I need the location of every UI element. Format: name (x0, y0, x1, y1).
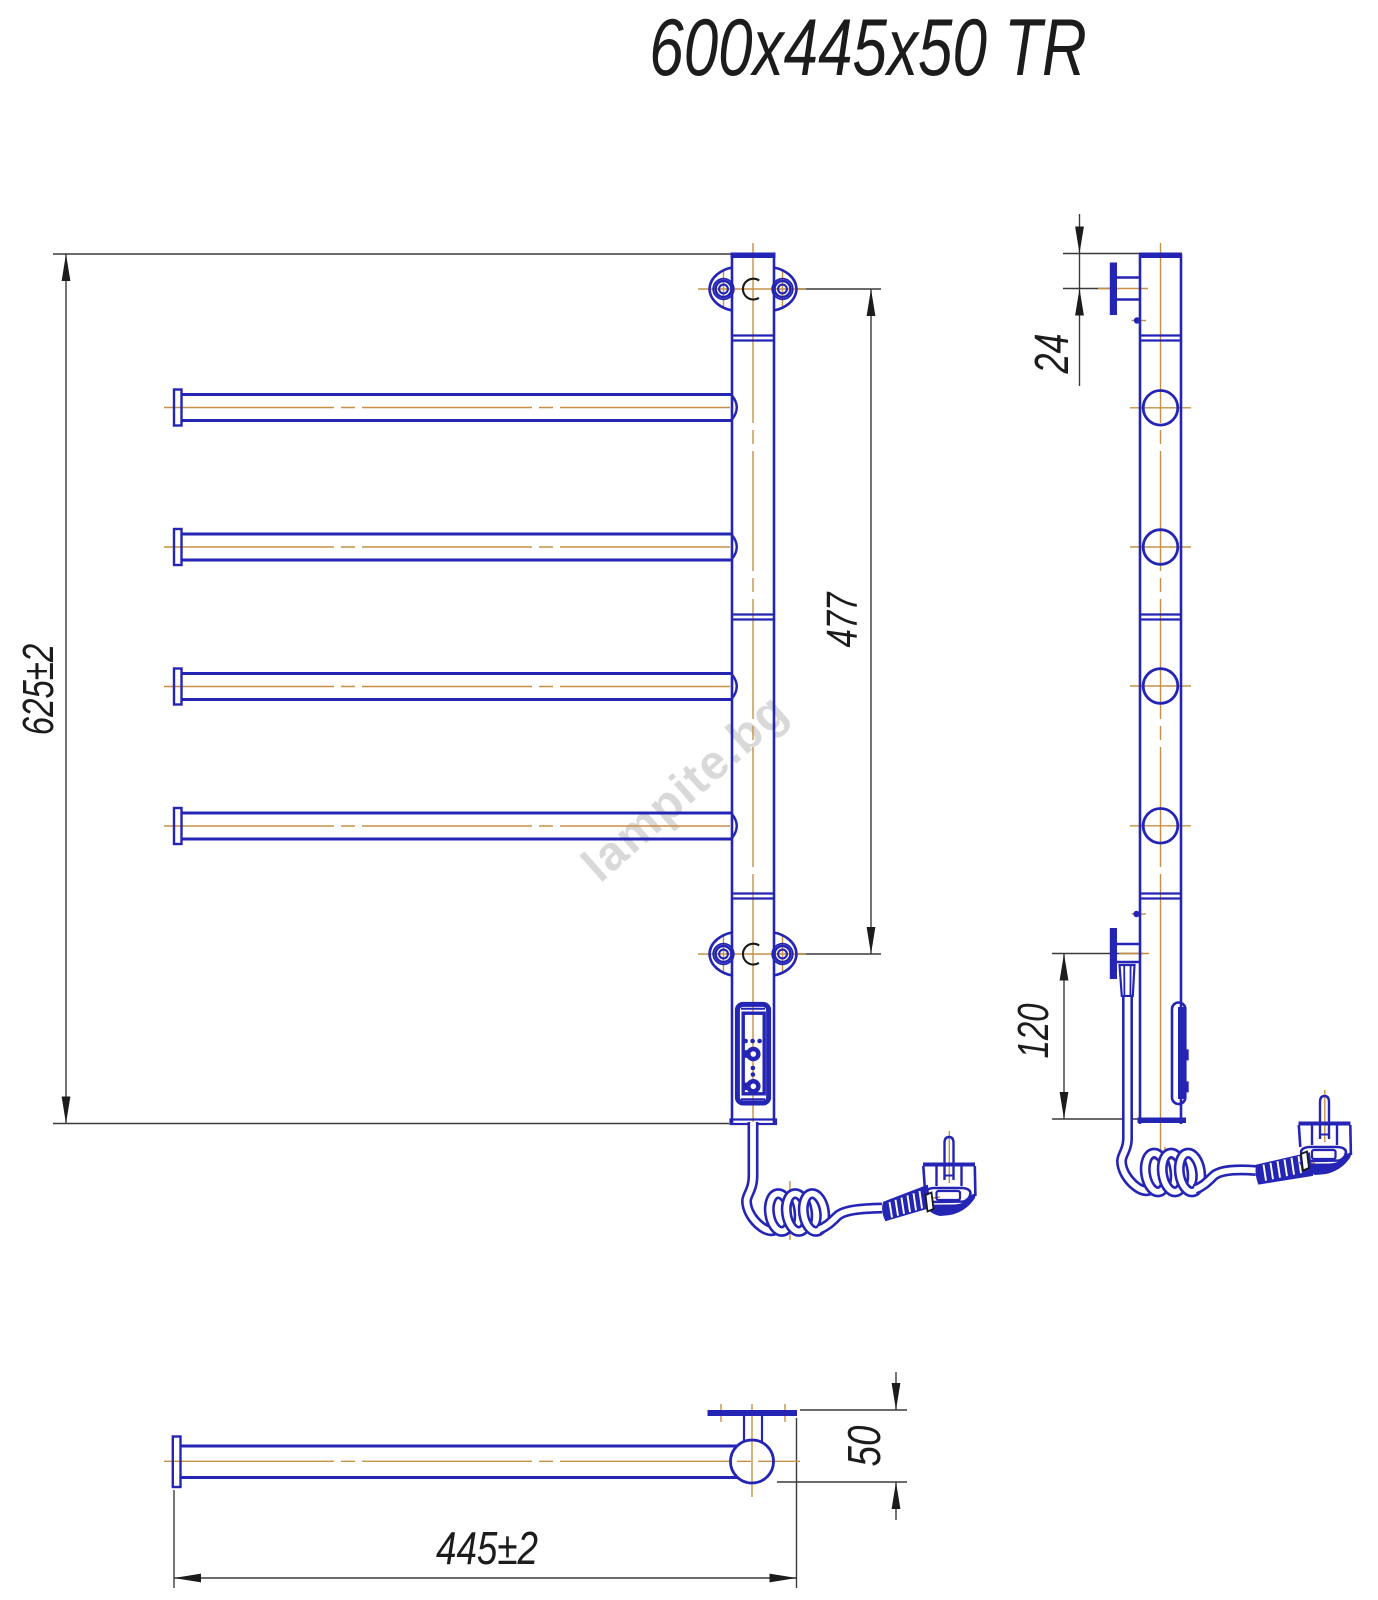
svg-text:120: 120 (1010, 1003, 1059, 1058)
svg-text:24: 24 (1025, 333, 1078, 374)
svg-text:445±2: 445±2 (436, 1522, 538, 1574)
svg-text:50: 50 (838, 1426, 890, 1467)
svg-text:600x445x50 TR: 600x445x50 TR (649, 3, 1086, 93)
svg-text:625±2: 625±2 (15, 643, 64, 735)
svg-text:477: 477 (819, 591, 868, 647)
